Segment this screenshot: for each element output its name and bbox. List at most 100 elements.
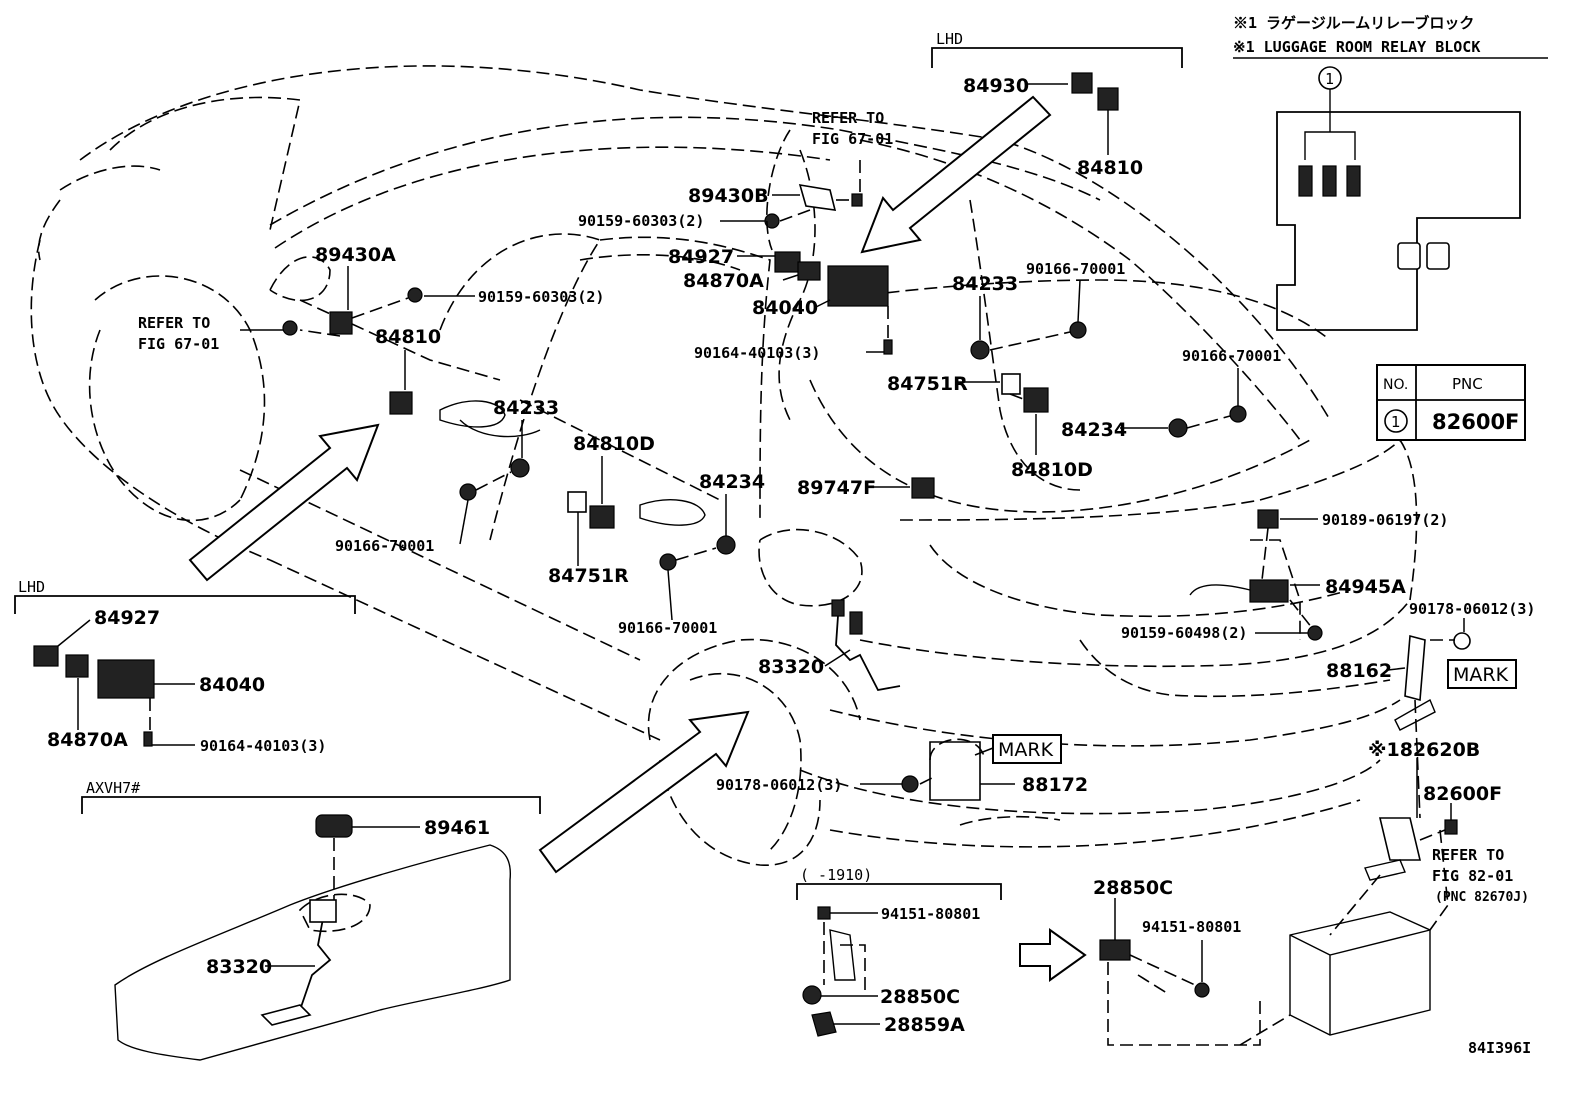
part-84810d-right-shape bbox=[1023, 387, 1049, 413]
part-labels: 84930 84810 89430B 90159-60303(2) 84927 … bbox=[47, 75, 1535, 1057]
label-84233-right: 84233 bbox=[952, 273, 1018, 295]
part-83320-mid-body bbox=[849, 611, 863, 635]
arrow-small-bottom bbox=[1019, 928, 1087, 982]
relay-block-outline bbox=[1276, 111, 1521, 331]
mark-label-88162: MARK bbox=[1453, 664, 1509, 686]
mark-box-88172 bbox=[992, 734, 1062, 764]
part-28850c-a-shape bbox=[802, 985, 822, 1005]
legend-note-jp: ※1 ラゲージルームリレーブロック bbox=[1233, 14, 1474, 32]
label-82620b: ※182620B bbox=[1368, 739, 1480, 761]
label-84810-top: 84810 bbox=[1077, 157, 1143, 179]
label-89430a: 89430A bbox=[315, 244, 396, 266]
refer-right-line1: REFER TO bbox=[1432, 846, 1504, 864]
label-84233-left: 84233 bbox=[493, 397, 559, 419]
label-84040-mid: 84040 bbox=[752, 297, 818, 319]
part-82600f-shape bbox=[1444, 819, 1458, 835]
refer-top-line2: FIG 67-01 bbox=[812, 130, 893, 148]
label-84234-right: 84234 bbox=[1061, 419, 1127, 441]
pnc-row-circle bbox=[1384, 409, 1408, 433]
part-84927-mid-shape bbox=[774, 251, 801, 273]
part-84870a-left-shape bbox=[65, 654, 89, 678]
arrow-top bbox=[860, 95, 1052, 254]
part-shapes bbox=[33, 72, 1471, 1061]
label-94151-80801-b: 94151-80801 bbox=[1142, 918, 1241, 936]
pnc-head-pnc: PNC bbox=[1452, 375, 1483, 393]
label-88172: 88172 bbox=[1022, 774, 1088, 796]
pnc-head-no: NO. bbox=[1383, 377, 1408, 393]
drawing-number: 84I396I bbox=[1468, 1039, 1531, 1057]
label-90166-70001-left: 90166-70001 bbox=[335, 537, 434, 555]
bolt-90166-right1-shape bbox=[1069, 321, 1087, 339]
label-90164-40103-mid: 90164-40103(3) bbox=[694, 344, 820, 362]
nut-90178-right-shape bbox=[1453, 632, 1471, 650]
relay-fuse-3 bbox=[1346, 165, 1361, 197]
part-84810-top-shape bbox=[1097, 87, 1119, 111]
part-82620b-base bbox=[1364, 859, 1406, 881]
part-84751r-left-shape bbox=[567, 491, 587, 513]
clip-left-shape bbox=[282, 320, 298, 336]
part-88162-tab bbox=[1394, 698, 1436, 731]
part-89430b-shape bbox=[798, 184, 837, 211]
label-90159-60303-left: 90159-60303(2) bbox=[478, 288, 604, 306]
bolt-90164-left-shape bbox=[143, 731, 153, 747]
part-84930-shape bbox=[1071, 72, 1093, 94]
label-82600f: 82600F bbox=[1423, 783, 1502, 805]
arrow-left bbox=[188, 423, 380, 582]
label-84751r-left: 84751R bbox=[548, 565, 629, 587]
label-84234-mid: 84234 bbox=[699, 471, 765, 493]
label-90178-06012-right: 90178-06012(3) bbox=[1409, 600, 1535, 618]
part-84810d-left-shape bbox=[589, 505, 615, 529]
part-83320-tank-wire bbox=[299, 907, 332, 1011]
axvh7-label: AXVH7# bbox=[86, 779, 140, 797]
bolt-90164-mid-shape bbox=[883, 339, 893, 355]
label-84870a-mid: 84870A bbox=[683, 270, 764, 292]
part-83320-tank-float bbox=[260, 1004, 312, 1026]
part-84233-right-shape bbox=[970, 340, 990, 360]
bolt-90159-60498-shape bbox=[1307, 625, 1323, 641]
label-83320-tank: 83320 bbox=[206, 956, 272, 978]
part-84233-left-shape bbox=[510, 458, 530, 478]
refer-right-line3: (PNC 82670J) bbox=[1435, 890, 1529, 905]
part-84945a-shape bbox=[1249, 579, 1289, 603]
pnc-row-no: 1 bbox=[1391, 413, 1401, 431]
arrow-rear-wheel bbox=[538, 710, 750, 874]
part-84751r-right-shape bbox=[1001, 373, 1021, 395]
refer-left-line1: REFER TO bbox=[138, 314, 210, 332]
relay-socket-1 bbox=[1397, 242, 1421, 270]
part-89430a-shape bbox=[329, 311, 353, 335]
nut-94151-b-shape bbox=[1194, 982, 1210, 998]
group-brackets bbox=[14, 47, 1183, 900]
part-84040-left-shape bbox=[97, 659, 155, 699]
bolt-90159-left-shape bbox=[407, 287, 423, 303]
refer-left-line2: FIG 67-01 bbox=[138, 335, 219, 353]
refer-top-line1: REFER TO bbox=[812, 109, 884, 127]
part-84234-mid-shape bbox=[716, 535, 736, 555]
part-83320-tank-flange bbox=[309, 899, 337, 923]
part-84870a-mid-shape bbox=[797, 261, 821, 281]
part-84234-right-shape bbox=[1168, 418, 1188, 438]
range-1910-label: ( -1910) bbox=[800, 866, 872, 884]
bolt-90166-right2-shape bbox=[1229, 405, 1247, 423]
part-83320-mid-wire bbox=[835, 615, 901, 692]
clip-top-shape bbox=[851, 193, 863, 207]
part-84810-left-shape bbox=[389, 391, 413, 415]
label-84751r-right: 84751R bbox=[887, 373, 968, 395]
label-94151-80801-a: 94151-80801 bbox=[881, 905, 980, 923]
label-89430b: 89430B bbox=[688, 185, 769, 207]
label-84810d-left: 84810D bbox=[573, 433, 655, 455]
leader-lines bbox=[57, 83, 1465, 1046]
label-83320-mid: 83320 bbox=[758, 656, 824, 678]
legend-panel: ※1 ラゲージルームリレーブロック ※1 LUGGAGE ROOM RELAY … bbox=[1233, 14, 1548, 441]
label-28850c-b: 28850C bbox=[1093, 877, 1173, 899]
label-84945a: 84945A bbox=[1325, 576, 1406, 598]
bolt-90166-mid-shape bbox=[659, 553, 677, 571]
relay-fuse-1 bbox=[1298, 165, 1313, 197]
part-88172-shape bbox=[929, 741, 981, 801]
part-89461-shape bbox=[315, 814, 353, 838]
fuel-tank-shape bbox=[114, 844, 512, 1061]
label-90189-06197: 90189-06197(2) bbox=[1322, 511, 1448, 529]
label-89461: 89461 bbox=[424, 817, 490, 839]
label-84040-left: 84040 bbox=[199, 674, 265, 696]
battery-shape bbox=[1289, 911, 1431, 1036]
